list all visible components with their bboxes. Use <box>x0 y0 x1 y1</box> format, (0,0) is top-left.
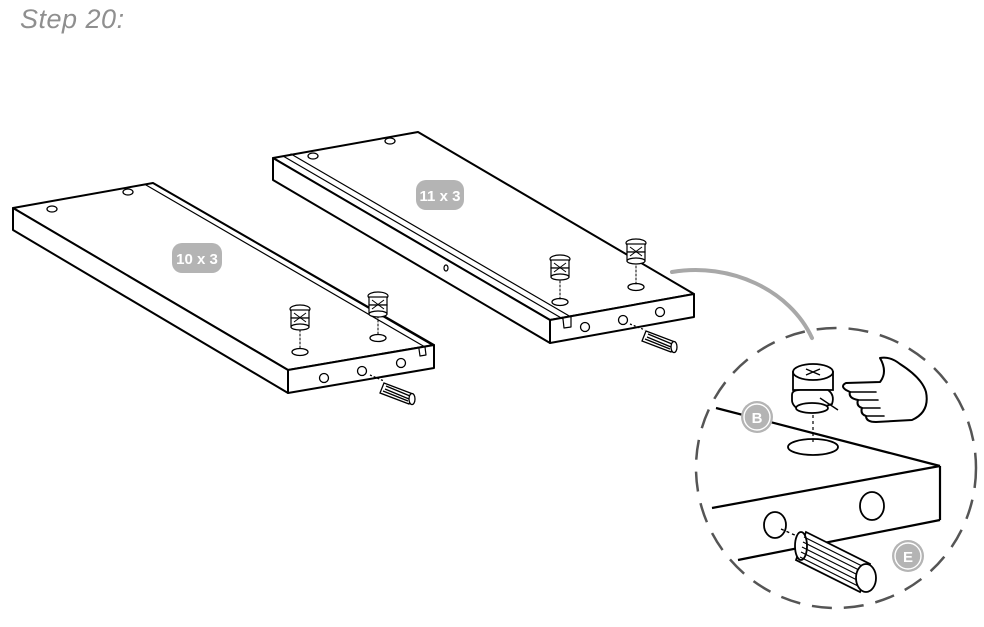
step-title: Step 20: <box>20 4 125 34</box>
svg-text:E: E <box>903 549 913 566</box>
cam-lock-2 <box>367 291 389 318</box>
svg-text:11 x 3: 11 x 3 <box>420 188 461 205</box>
count-badge-left: 10 x 3 <box>172 243 222 273</box>
badge-cam: B <box>741 401 773 433</box>
dowel-detail <box>794 530 877 594</box>
hand-icon <box>842 356 928 423</box>
badge-dowel: E <box>892 540 924 572</box>
detail-magnified-view: B E <box>694 326 978 610</box>
svg-text:10 x 3: 10 x 3 <box>176 251 218 268</box>
dowel-1 <box>369 374 416 406</box>
detail-leader-line <box>670 267 814 340</box>
cam-lock-1 <box>289 304 311 331</box>
right-panel <box>272 131 695 344</box>
dowel-2 <box>629 323 678 354</box>
cam-lock-4 <box>625 238 647 265</box>
cam-lock-detail <box>791 363 839 414</box>
cam-lock-3 <box>549 254 571 281</box>
left-panel <box>12 182 435 394</box>
count-badge-right: 11 x 3 <box>416 180 464 210</box>
svg-text:B: B <box>752 410 763 427</box>
